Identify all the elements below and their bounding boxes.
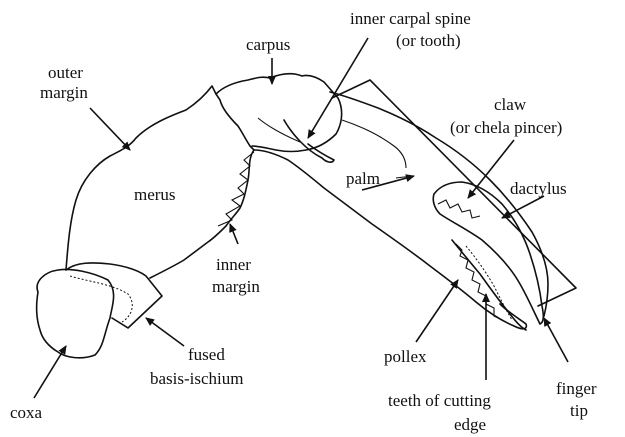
- merus-label: merus: [134, 185, 176, 204]
- pollex-arrow: [416, 280, 458, 342]
- palm-label: palm: [346, 169, 380, 188]
- coxa-label: coxa: [10, 403, 43, 422]
- inner-margin-label-line2: margin: [212, 277, 260, 296]
- teeth-of-cutting-edge-label-line2: edge: [454, 415, 486, 434]
- inner-margin-label-line1: inner: [216, 255, 251, 274]
- dactylus-teeth: [438, 200, 480, 218]
- cutting-edge-teeth: [456, 244, 502, 320]
- pollex-label: pollex: [384, 347, 427, 366]
- outer-margin-label-line1: outer: [48, 63, 83, 82]
- outer-margin-label-line2: margin: [40, 83, 88, 102]
- merus-inner-margin-spines: [218, 152, 254, 226]
- coxa-arrow: [34, 346, 66, 398]
- fused-basis-ischium-label-line1: fused: [188, 345, 225, 364]
- dactylus-label: dactylus: [510, 179, 567, 198]
- fused-basis-ischium-arrow: [146, 318, 184, 346]
- dactylus-outline: [433, 182, 543, 324]
- finger-tip-label-line1: finger: [556, 379, 597, 398]
- claw-arrow: [468, 140, 514, 198]
- claw-label-line2: (or chela pincer): [450, 118, 562, 137]
- carpus-inner-fold: [258, 118, 300, 142]
- palm-inner-fold: [342, 120, 406, 168]
- fused-basis-ischium-label-line2: basis-ischium: [150, 369, 244, 388]
- finger-tip-label-line2: tip: [570, 401, 588, 420]
- outer-margin-arrow: [90, 108, 130, 150]
- teeth-of-cutting-edge-label-line1: teeth of cutting: [388, 391, 491, 410]
- coxa-outline: [37, 269, 114, 357]
- claw-label-line1: claw: [494, 95, 527, 114]
- inner-carpal-spine-arrow: [308, 38, 368, 138]
- carpus-label: carpus: [246, 35, 290, 54]
- inner-margin-arrow: [230, 224, 238, 244]
- merus-outline: [66, 86, 254, 278]
- inner-carpal-spine-label-line1: inner carpal spine: [350, 9, 471, 28]
- inner-carpal-spine-label-line2: (or tooth): [396, 31, 461, 50]
- basis-ischium-dashed-line: [70, 276, 132, 322]
- finger-tip-arrow: [544, 318, 568, 362]
